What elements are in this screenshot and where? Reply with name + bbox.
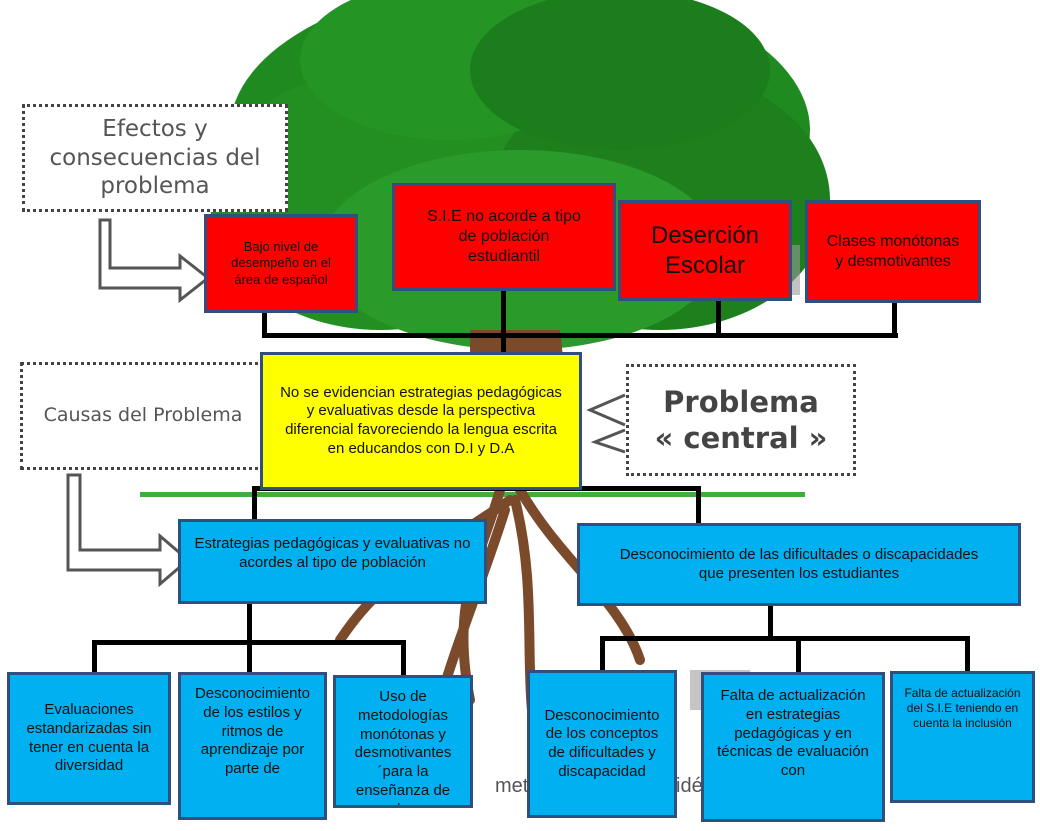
subcause-2-stem xyxy=(247,640,252,676)
cause-box-2: Desconocimiento de las dificultades o di… xyxy=(577,523,1021,606)
subcause-text-2: Desconocimiento de los estilos y ritmos … xyxy=(194,685,311,777)
effects-label: Efectos y consecuencias del problema xyxy=(49,115,261,200)
effect-1-stem xyxy=(262,312,267,336)
subcause-right-stem xyxy=(768,604,773,640)
cause-text-1: Estrategias pedagógicas y evaluativas no… xyxy=(194,535,471,571)
subcause-box-6: Falta de actualización del S.I.E teniend… xyxy=(890,671,1035,803)
cause-box-1: Estrategias pedagógicas y evaluativas no… xyxy=(178,519,487,604)
effect-box-4: Clases monótonas y desmotivantes xyxy=(805,200,981,303)
bg-text-ide: idé xyxy=(676,775,703,797)
subcause-left-stem xyxy=(247,603,252,643)
subcause-text-5: Falta de actualización en estrategias pe… xyxy=(717,687,869,779)
subcause-text-1: Evaluaciones estandarizadas sin tener en… xyxy=(26,701,152,775)
subcause-text-3: Uso de metodologías monótonas y desmotiv… xyxy=(354,688,452,805)
effect-text-4: Clases monótonas y desmotivantes xyxy=(826,232,960,270)
central-label: Problema « central » xyxy=(654,384,828,455)
subcause-right-horizontal xyxy=(600,636,970,641)
effects-horizontal-line xyxy=(262,333,898,338)
effects-label-box: Efectos y consecuencias del problema xyxy=(22,104,288,212)
effect-4-stem xyxy=(892,303,897,336)
subcause-box-4: Desconocimiento de los conceptos de difi… xyxy=(527,670,677,818)
left-arrow-top xyxy=(98,218,211,304)
central-chevrons-icon xyxy=(586,393,626,454)
subcause-box-1: Evaluaciones estandarizadas sin tener en… xyxy=(7,672,171,805)
effect-3-stem xyxy=(716,300,721,336)
effect-text-3: Deserción Escolar xyxy=(650,221,760,279)
ground-line xyxy=(140,492,805,497)
subcause-box-5: Falta de actualización en estrategias pe… xyxy=(701,672,885,822)
subcause-6-stem xyxy=(965,636,970,674)
subcause-box-3: Uso de metodologías monótonas y desmotiv… xyxy=(333,675,473,808)
subcause-text-4: Desconocimiento de los conceptos de difi… xyxy=(544,706,660,780)
effect-text-1: Bajo nivel de desempeño en el área de es… xyxy=(231,239,331,287)
cause-2-stem xyxy=(696,486,701,526)
cause-1-stem xyxy=(252,486,257,522)
causes-label: Causas del Problema xyxy=(43,404,243,427)
effect-box-1: Bajo nivel de desempeño en el área de es… xyxy=(204,214,358,313)
subcause-box-2: Desconocimiento de los estilos y ritmos … xyxy=(178,672,327,820)
subcause-5-stem xyxy=(796,636,801,674)
effect-2-stem xyxy=(501,290,506,356)
left-arrow-bottom xyxy=(66,473,191,588)
subcause-1-stem xyxy=(92,640,97,676)
cause-text-2: Desconocimiento de las dificultades o di… xyxy=(619,545,979,582)
subcause-4-stem xyxy=(600,636,605,674)
central-problem-text: No se evidencian estrategias pedagógicas… xyxy=(280,383,562,457)
effect-text-2: S.I.E no acorde a tipo de población estu… xyxy=(427,208,581,265)
causes-label-box: Causas del Problema xyxy=(20,362,266,470)
subcause-3-stem xyxy=(401,640,406,676)
effect-box-3: Deserción Escolar xyxy=(618,200,792,301)
central-problem-box: No se evidencian estrategias pedagógicas… xyxy=(260,352,582,490)
central-label-box: Problema « central » xyxy=(626,364,856,476)
subcause-text-6: Falta de actualización del S.I.E teniend… xyxy=(904,686,1021,730)
effect-box-2: S.I.E no acorde a tipo de población estu… xyxy=(392,183,616,291)
